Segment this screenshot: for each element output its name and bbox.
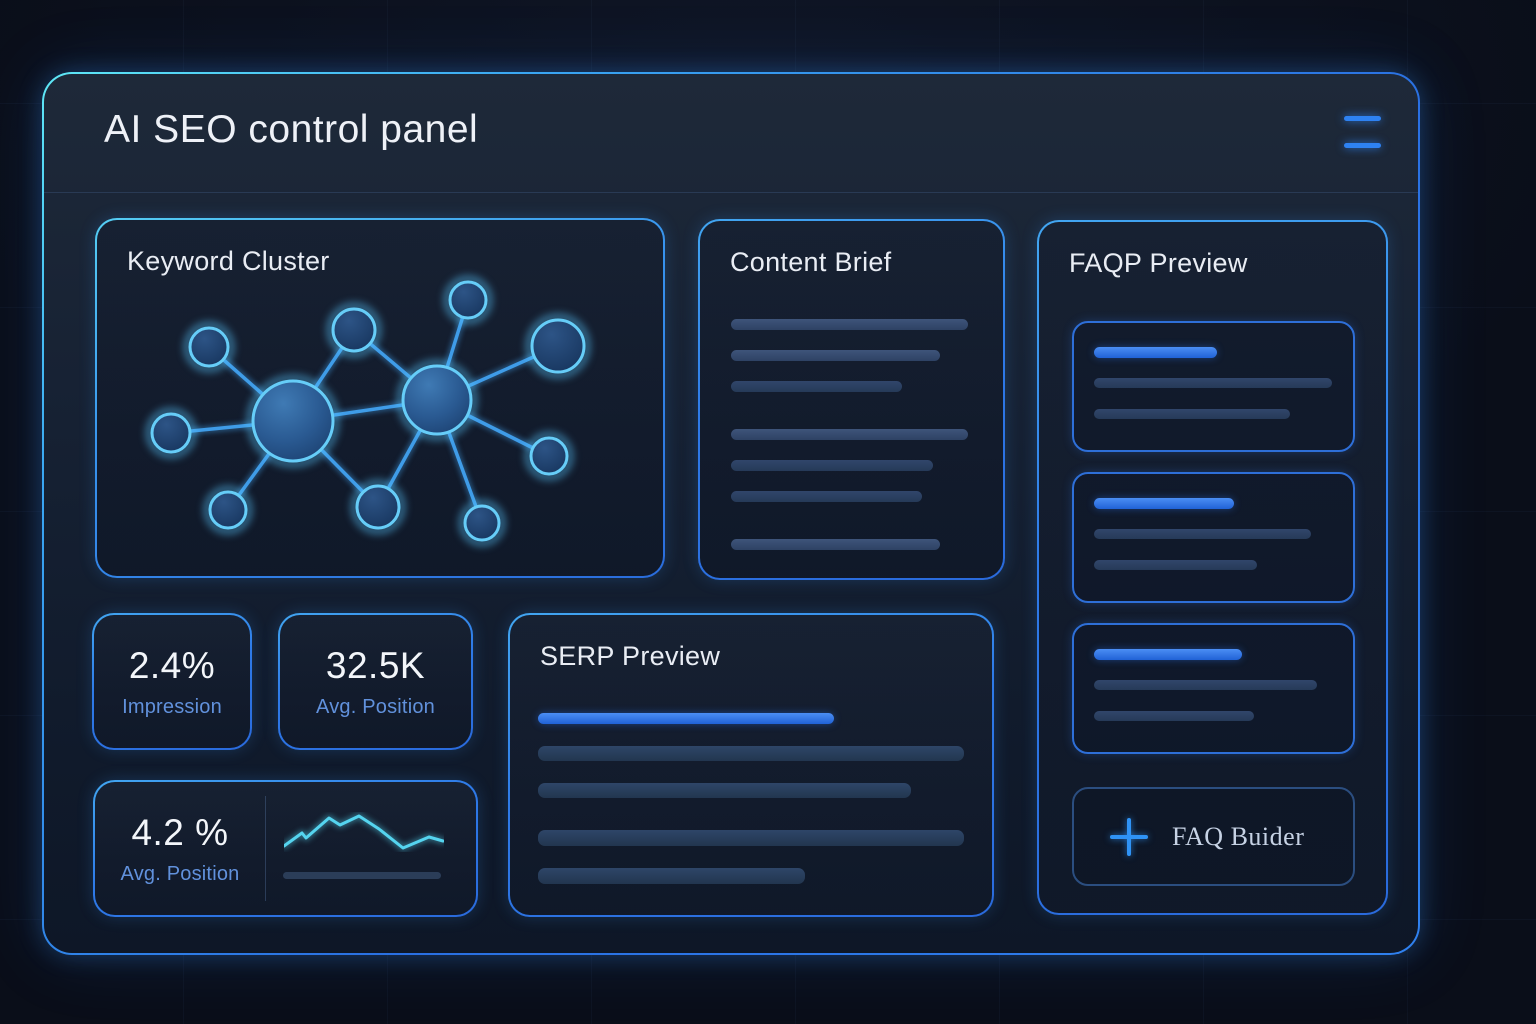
content-brief-card: Content Brief <box>698 219 1005 580</box>
faq-builder-label: FAQ Buider <box>1172 821 1305 851</box>
faq-question-line <box>1094 347 1217 358</box>
vertical-divider <box>265 796 266 901</box>
cluster-node[interactable] <box>188 326 230 368</box>
faq-answer-line <box>1094 711 1254 721</box>
content-brief-title: Content Brief <box>730 247 892 277</box>
faq-answer-line <box>1094 529 1311 539</box>
cluster-node[interactable] <box>530 318 586 374</box>
faq-item-card[interactable] <box>1072 321 1355 452</box>
faq-answer-line <box>1094 560 1257 570</box>
avg-position-value: 32.5K <box>325 644 426 686</box>
faq-question-line <box>1094 498 1234 509</box>
plus-icon <box>1110 817 1148 856</box>
main-panel: AI SEO control panel Keyword Cluster Con… <box>42 72 1420 955</box>
faq-item-list <box>1072 321 1355 774</box>
skeleton-line <box>731 491 922 502</box>
menu-bar <box>1344 116 1381 121</box>
skeleton-line <box>538 746 964 761</box>
cluster-node[interactable] <box>529 436 569 476</box>
avg-position-trend-card: 4.2 % Avg. Position <box>93 780 478 917</box>
sparkline-baseline <box>283 872 441 879</box>
keyword-cluster-title: Keyword Cluster <box>127 246 330 276</box>
cluster-node[interactable] <box>448 280 488 320</box>
serp-preview-card: SERP Preview <box>508 613 994 917</box>
keyword-cluster-card: Keyword Cluster <box>95 218 665 578</box>
avg-position-label: Avg. Position <box>316 695 435 718</box>
panel-header: AI SEO control panel <box>44 74 1418 193</box>
cluster-node[interactable] <box>355 484 401 530</box>
faq-answer-line <box>1094 680 1317 690</box>
serp-skeleton <box>538 713 964 899</box>
skeleton-line <box>731 381 902 392</box>
faq-item-card[interactable] <box>1072 623 1355 754</box>
hamburger-menu-icon[interactable] <box>1344 116 1381 148</box>
skeleton-line <box>538 783 911 798</box>
skeleton-line <box>731 319 968 330</box>
avg-position-trend-value: 4.2 % <box>131 811 229 853</box>
impression-value: 2.4% <box>128 644 216 686</box>
impression-stat-card: 2.4% Impression <box>92 613 252 750</box>
faq-question-line <box>1094 649 1242 660</box>
skeleton-line <box>538 868 805 884</box>
cluster-node[interactable] <box>251 379 335 463</box>
cluster-node[interactable] <box>463 504 501 542</box>
cluster-node[interactable] <box>150 412 192 454</box>
sparkline-chart <box>284 813 444 851</box>
skeleton-line <box>731 539 940 550</box>
faqp-preview-card: FAQP Preview FAQ Buider <box>1037 220 1388 915</box>
faqp-preview-title: FAQP Preview <box>1069 248 1248 278</box>
content-brief-skeleton <box>731 319 981 560</box>
impression-label: Impression <box>122 695 222 718</box>
avg-position-stat-card: 32.5K Avg. Position <box>278 613 473 750</box>
skeleton-line <box>731 350 940 361</box>
serp-preview-title: SERP Preview <box>540 641 721 671</box>
cluster-node[interactable] <box>208 490 248 530</box>
skeleton-line <box>731 460 933 471</box>
skeleton-line <box>731 429 968 440</box>
faq-answer-line <box>1094 378 1332 388</box>
page-title: AI SEO control panel <box>104 108 479 151</box>
skeleton-line <box>538 830 964 846</box>
menu-bar <box>1344 143 1381 148</box>
faq-builder-button[interactable]: FAQ Buider <box>1072 787 1355 886</box>
skeleton-line <box>538 713 834 724</box>
cluster-node[interactable] <box>331 307 377 353</box>
keyword-cluster-graph <box>145 275 591 547</box>
faq-answer-line <box>1094 409 1290 419</box>
cluster-node[interactable] <box>401 364 473 436</box>
faq-item-card[interactable] <box>1072 472 1355 603</box>
avg-position-trend-label: Avg. Position <box>120 862 240 885</box>
